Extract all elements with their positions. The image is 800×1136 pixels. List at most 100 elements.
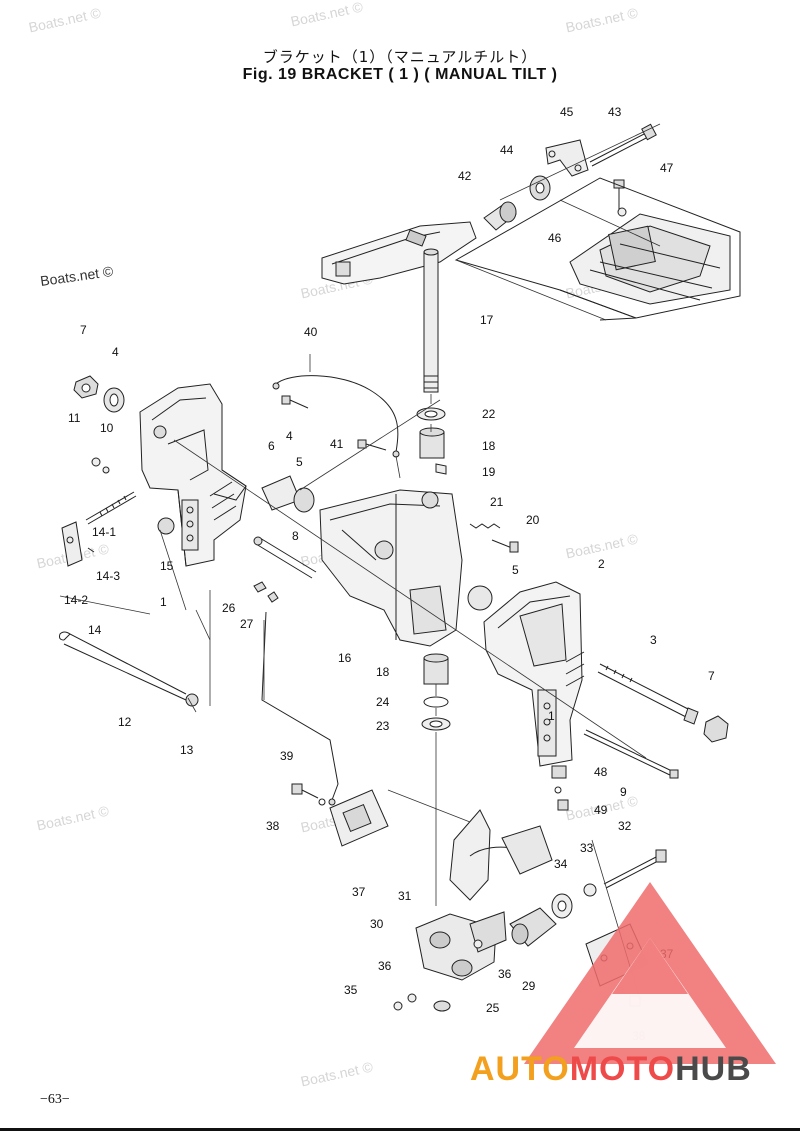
figure-title-english: Fig. 19 BRACKET ( 1 ) ( MANUAL TILT ) <box>242 66 558 83</box>
bushing-18-lower <box>423 653 449 685</box>
label-14: 14 <box>88 623 102 637</box>
label-31: 31 <box>398 889 412 903</box>
spacer-5-left <box>261 475 315 513</box>
label-23: 23 <box>376 719 390 733</box>
nut-7-right <box>703 715 729 743</box>
bolt-38-left <box>291 783 326 806</box>
plate-45 <box>545 139 589 177</box>
grease-nipple-27 <box>267 591 279 603</box>
label-45: 45 <box>560 105 574 119</box>
page-number: −63− <box>40 1092 70 1107</box>
plate-37-left <box>329 789 389 847</box>
label-10: 10 <box>100 421 114 435</box>
nut-7-left <box>73 375 99 399</box>
bolt-43 <box>589 123 657 167</box>
bolt-47 <box>613 179 627 217</box>
label-5-right: 5 <box>512 563 519 577</box>
cap-13 <box>185 693 199 707</box>
label-15: 15 <box>160 559 174 573</box>
stern-bracket-left <box>139 383 247 567</box>
figure-title-japanese: ブラケット（1）（マニュアルチルト） <box>262 48 538 66</box>
washer-22 <box>416 407 446 421</box>
bolt-41 <box>357 439 387 451</box>
label-34: 34 <box>554 857 568 871</box>
label-38-left: 38 <box>266 819 280 833</box>
label-6: 6 <box>268 439 275 453</box>
washer-36-right <box>473 939 483 949</box>
label-7-right: 7 <box>708 669 715 683</box>
logo-text-auto: AUTO <box>470 1050 570 1088</box>
cable-40 <box>272 375 400 458</box>
bottom-border <box>0 1128 800 1131</box>
label-1-right: 1 <box>548 709 555 723</box>
label-49: 49 <box>594 803 608 817</box>
label-41: 41 <box>330 437 344 451</box>
label-35: 35 <box>344 983 358 997</box>
swivel-bracket-16 <box>319 489 463 647</box>
label-4-right: 4 <box>286 429 293 443</box>
label-14-1: 14-1 <box>92 525 116 539</box>
label-36-left: 36 <box>378 959 392 973</box>
label-29: 29 <box>522 979 536 993</box>
bolt-49 <box>554 786 569 811</box>
washer-35 <box>393 1001 403 1011</box>
label-5-left: 5 <box>296 455 303 469</box>
pin-8 <box>253 536 317 579</box>
automotohub-logo-text: AUTOMOTOHUB <box>470 1050 752 1089</box>
logo-text-moto: MOTO <box>569 1050 676 1088</box>
cable-39 <box>261 611 339 806</box>
label-16: 16 <box>338 651 352 665</box>
label-14-3: 14-3 <box>96 569 120 583</box>
stern-bracket-right <box>483 581 585 767</box>
washer-23 <box>421 717 451 731</box>
spacer-5-right <box>467 585 493 611</box>
automotohub-logo-mark <box>524 882 776 1064</box>
label-20: 20 <box>526 513 540 527</box>
bolt-9 <box>583 729 679 779</box>
engine-mount-plate-46 <box>454 177 741 321</box>
bolt-20 <box>491 539 519 553</box>
label-40: 40 <box>304 325 318 339</box>
oring-24 <box>423 696 449 708</box>
clip-14-2 <box>61 521 83 567</box>
label-39: 39 <box>280 749 294 763</box>
washer-33 <box>583 883 597 897</box>
label-22: 22 <box>482 407 496 421</box>
bolt-4-right <box>281 395 309 409</box>
part-number-labels: 7 4 11 10 14-1 14-3 14-2 15 1 14 12 13 4… <box>64 105 715 1043</box>
rubber-mount-29 <box>509 907 557 947</box>
tilt-rod-12 <box>59 631 187 701</box>
mount-block-30 <box>415 911 507 981</box>
label-8: 8 <box>292 529 299 543</box>
nut-25 <box>433 1000 451 1012</box>
clip-19 <box>435 463 447 475</box>
label-43: 43 <box>608 105 622 119</box>
label-4-left: 4 <box>112 345 119 359</box>
steering-shaft <box>423 248 439 393</box>
label-17: 17 <box>480 313 494 327</box>
label-19: 19 <box>482 465 496 479</box>
washer-11 <box>91 457 101 467</box>
nut-48 <box>551 765 567 779</box>
leader-lines <box>59 123 661 1001</box>
steering-bracket-arm <box>321 221 477 285</box>
label-12: 12 <box>118 715 132 729</box>
label-33: 33 <box>580 841 594 855</box>
label-1-left: 1 <box>160 595 167 609</box>
label-18-upper: 18 <box>482 439 496 453</box>
grease-nipple-26 <box>253 581 267 593</box>
label-25: 25 <box>486 1001 500 1015</box>
lower-mount-31 <box>449 809 553 901</box>
label-18-lower: 18 <box>376 665 390 679</box>
label-11: 11 <box>68 411 81 425</box>
label-46: 46 <box>548 231 562 245</box>
screw-14-1 <box>85 491 137 525</box>
label-24: 24 <box>376 695 390 709</box>
label-3: 3 <box>650 633 657 647</box>
label-44: 44 <box>500 143 514 157</box>
bushing-4-left <box>103 387 125 413</box>
label-7-left: 7 <box>80 323 87 337</box>
bushing-15 <box>157 517 175 535</box>
label-32: 32 <box>618 819 632 833</box>
label-37-left: 37 <box>352 885 366 899</box>
